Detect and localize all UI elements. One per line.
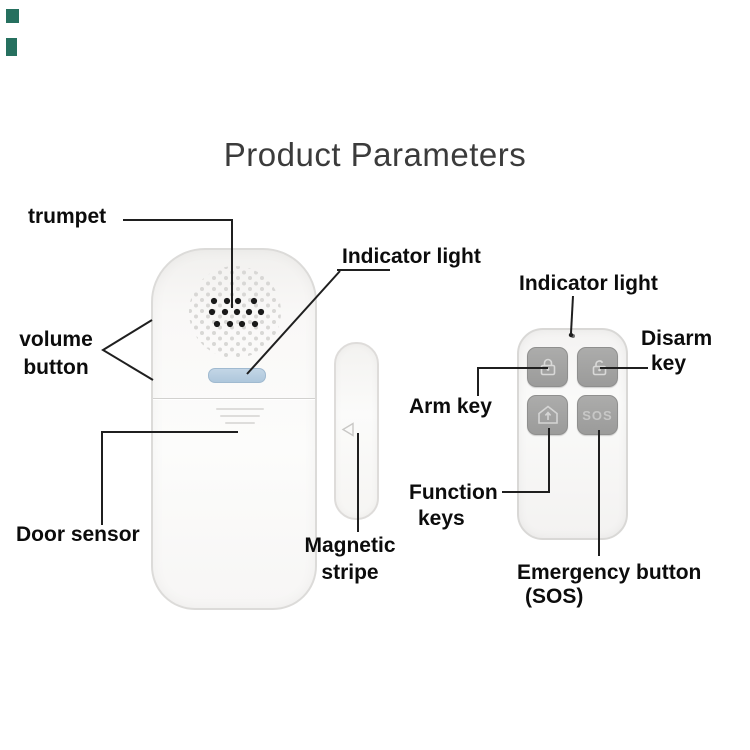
remote-indicator-light: [571, 334, 575, 338]
sos-label: SOS: [582, 407, 613, 423]
label-trumpet: trumpet: [28, 205, 107, 228]
label-arm-key: Arm key: [409, 395, 492, 418]
magnetic-stripe: [334, 342, 379, 520]
page-title: Product Parameters: [223, 136, 527, 173]
triangle-mark-icon: [341, 422, 354, 437]
battery-cover-ridge: [220, 415, 260, 417]
label-indicator-light-sensor: Indicator light: [342, 245, 481, 268]
indicator-light: [208, 368, 266, 383]
remote-control: SOS: [517, 328, 628, 540]
label-disarm-key: Disarm key: [641, 327, 713, 375]
label-indicator-light-remote: Indicator light: [519, 272, 658, 295]
function-button: [527, 395, 568, 435]
label-function-keys: Function keys: [409, 481, 498, 530]
home-icon: [537, 405, 558, 424]
case-seam: [153, 398, 315, 399]
label-volume-button: volume button: [19, 328, 93, 379]
lock-open-icon: [592, 360, 606, 376]
battery-cover-ridge: [225, 422, 255, 424]
door-sensor-device: [151, 248, 317, 610]
corner-mark-bottom: [6, 38, 17, 56]
battery-cover-ridge: [216, 408, 264, 410]
corner-mark-top: [6, 9, 19, 23]
sos-button: SOS: [577, 395, 618, 435]
label-magnetic-stripe: Magnetic stripe: [304, 534, 396, 584]
label-emergency-button: Emergency button (SOS): [517, 561, 702, 608]
speaker-grille-icon: [189, 266, 281, 358]
label-door-sensor: Door sensor: [16, 523, 140, 546]
